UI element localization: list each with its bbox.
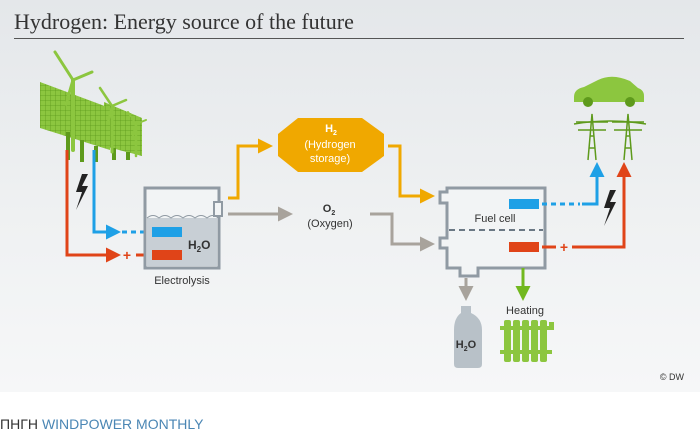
hydrogen-diagram: H2O + Electrolysis H2 (Hydrogen storage)…	[40, 50, 685, 382]
title-divider	[14, 38, 684, 39]
lightning-icon	[604, 190, 616, 226]
solar-panel-icon	[40, 82, 142, 162]
oxygen-symbol: O2	[323, 203, 336, 217]
credit-label: © DW	[660, 372, 685, 382]
output-wires	[542, 162, 632, 249]
lightning-icon	[76, 174, 88, 210]
power-pylon-icon	[573, 113, 647, 161]
fuel-cell-label: Fuel cell	[475, 213, 516, 225]
water-h2o-label: H2O	[456, 339, 477, 353]
fuel-cell-box	[438, 186, 547, 278]
oxygen-label: (Oxygen)	[307, 218, 352, 230]
hydrogen-symbol: H2	[325, 123, 337, 137]
source-link[interactable]: WINDPOWER MONTHLY	[41, 416, 204, 432]
page-title: Hydrogen: Energy source of the future	[14, 9, 354, 34]
water-bottle-icon	[454, 306, 482, 368]
electrolyte-h2o-label: H2O	[188, 238, 210, 254]
infographic: H2O + Electrolysis H2 (Hydrogen storage)…	[0, 0, 700, 392]
plus-sign-right: +	[560, 239, 568, 255]
source-prefix: ΠΗΓΗ	[0, 416, 42, 432]
hydrogen-flow	[228, 138, 435, 204]
source-caption: ΠΗΓΗ WINDPOWER MONTHLY	[0, 416, 203, 432]
electrolysis-tank	[143, 186, 223, 270]
wind-turbine-icon	[53, 50, 147, 158]
hydrogen-label-line2: storage)	[310, 153, 350, 165]
plus-sign-left: +	[123, 247, 131, 263]
electrolysis-label: Electrolysis	[154, 275, 210, 287]
car-icon	[574, 76, 644, 102]
hydrogen-storage-tank	[278, 118, 384, 172]
oxygen-flow	[228, 206, 435, 252]
hydrogen-label-line1: (Hydrogen	[304, 139, 355, 151]
heating-label: Heating	[506, 305, 544, 317]
radiator-icon	[500, 320, 554, 362]
